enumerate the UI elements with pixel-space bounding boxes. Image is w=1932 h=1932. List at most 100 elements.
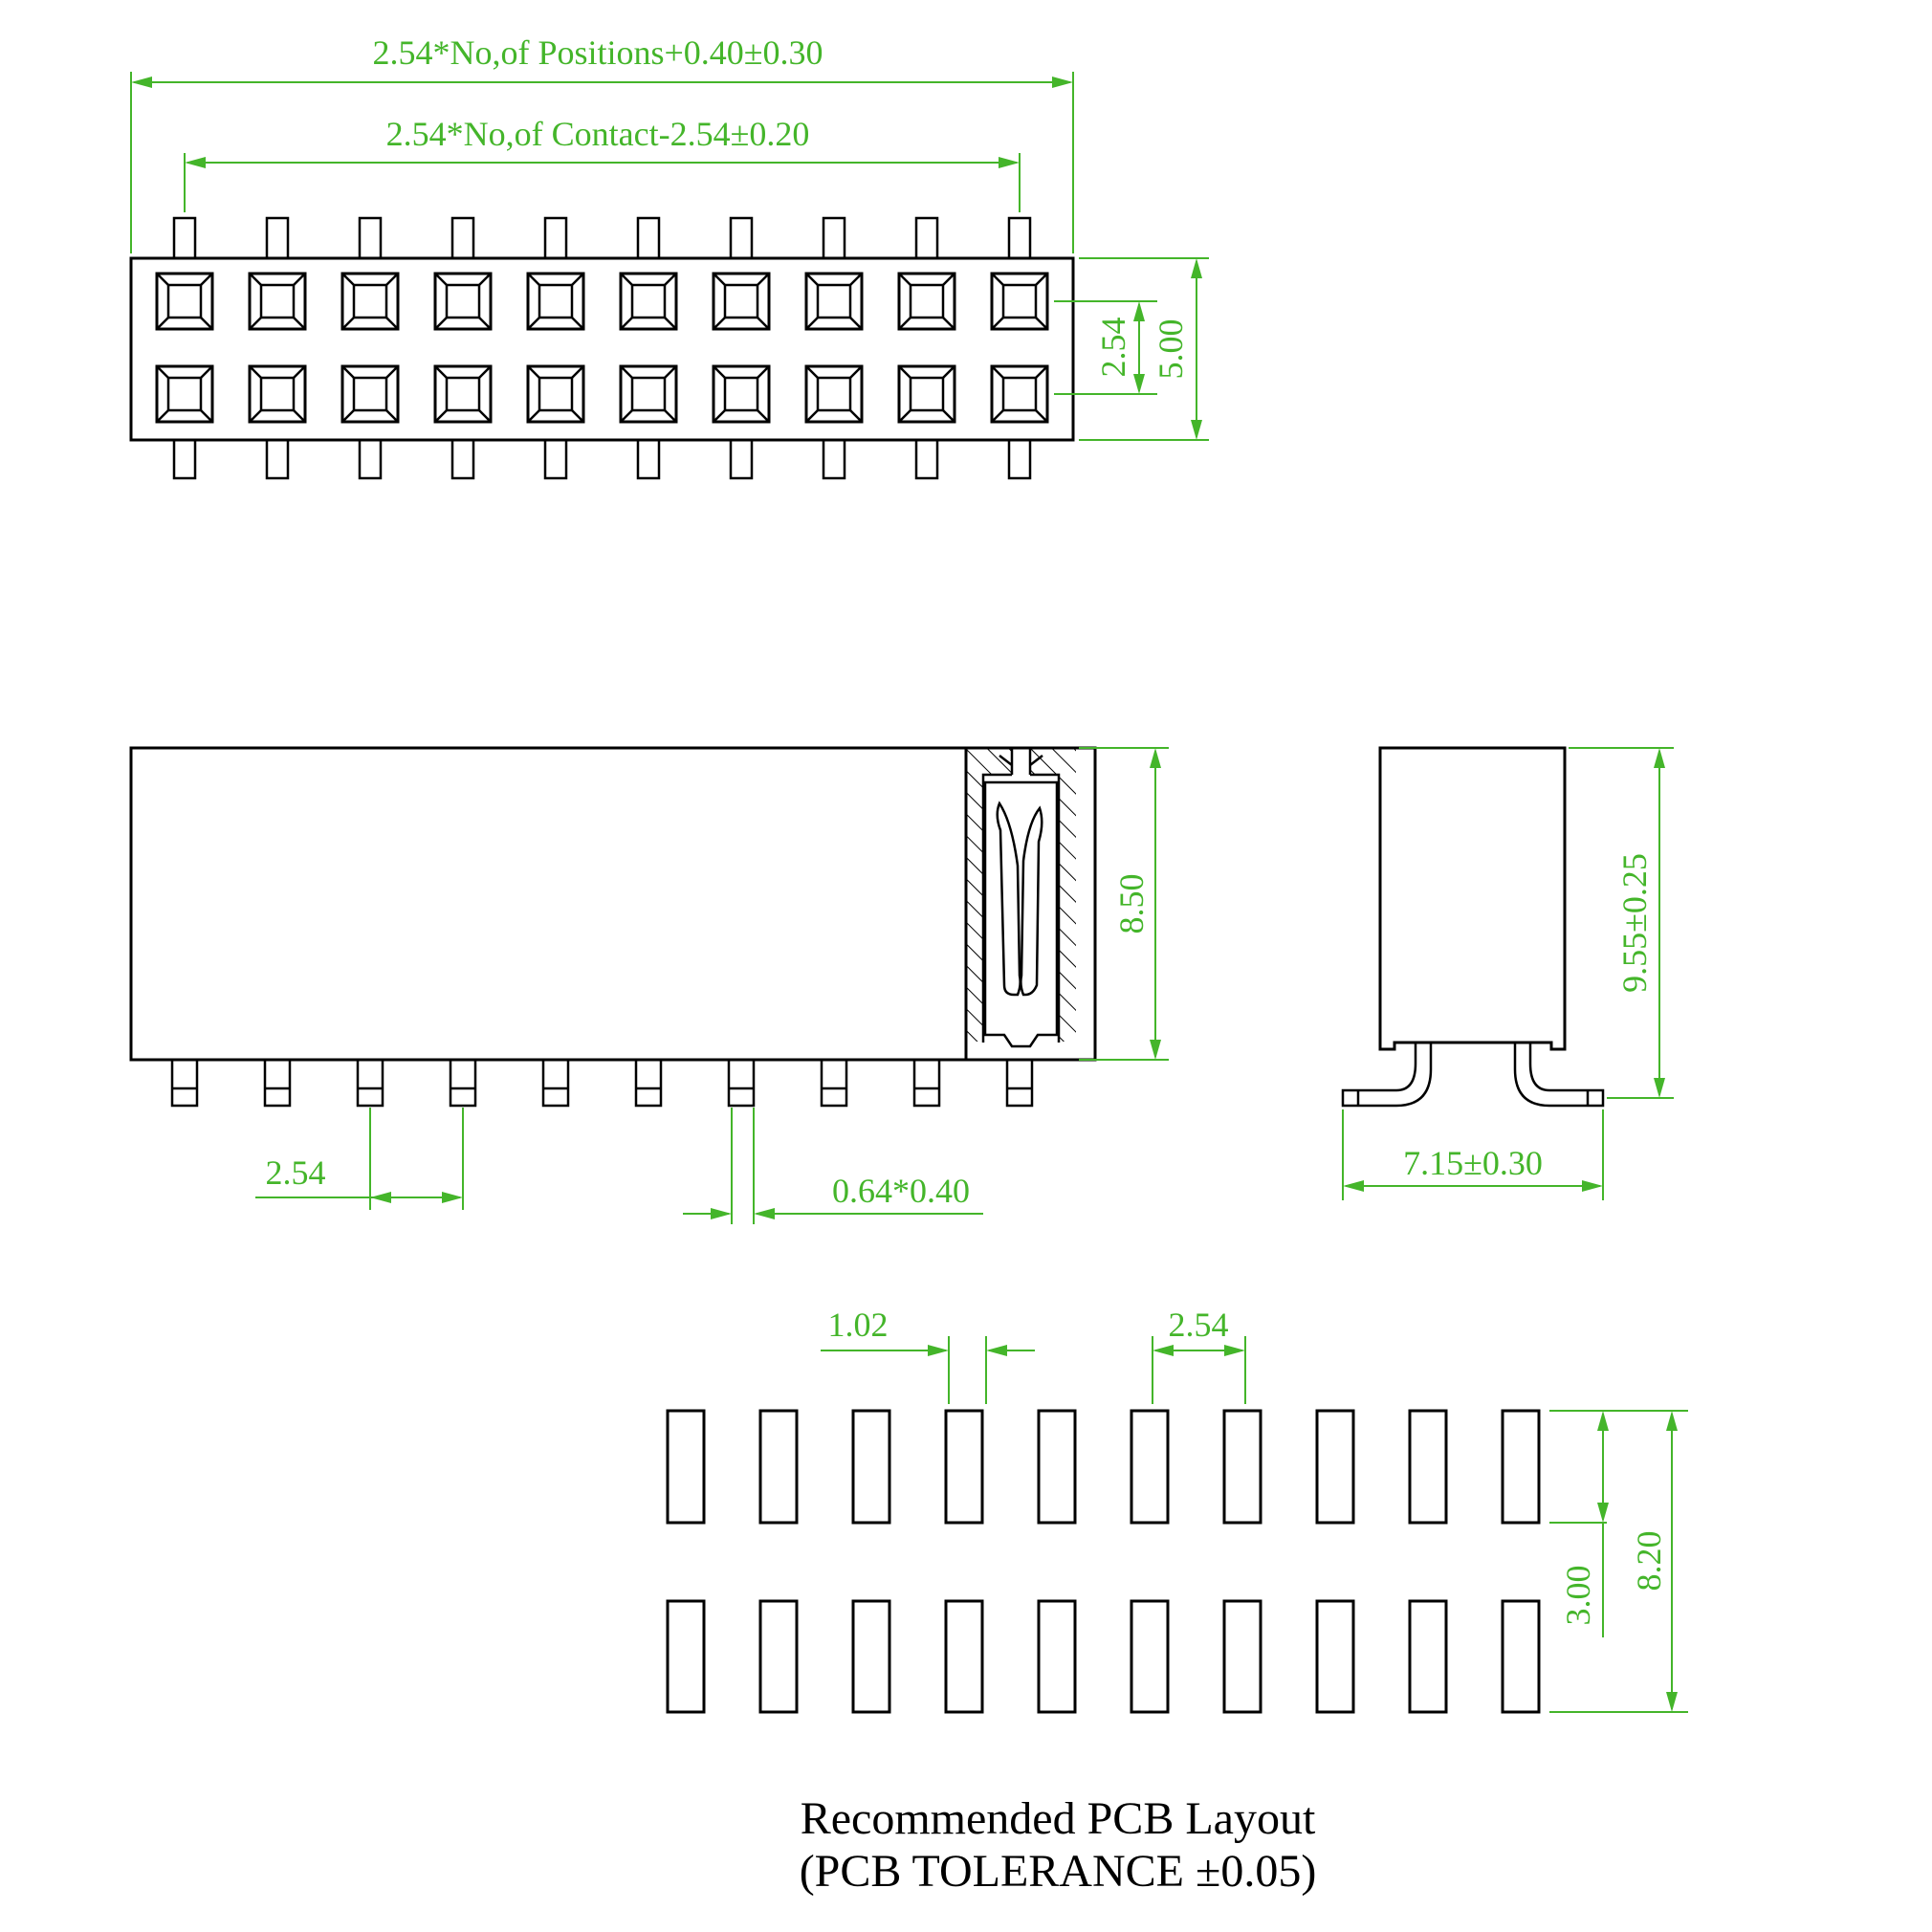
front-view: 8.50 2.54 0.64*0.40 [129, 746, 1169, 1224]
dim-front-height-label: 8.50 [1112, 874, 1151, 934]
pcb-pad-lower [758, 1599, 799, 1714]
dim-pad-pitch-label: 2.54 [1169, 1306, 1229, 1344]
dim-overall-length: 2.54*No,of Positions+0.40±0.30 [130, 33, 1074, 253]
pcb-pad-upper [1037, 1409, 1077, 1525]
top-pin-upper [265, 216, 290, 260]
pcb-pad-lower [1315, 1599, 1355, 1714]
contact-cavity [990, 272, 1049, 331]
contact-cavity [712, 364, 771, 424]
side-view: 9.55±0.25 7.15±0.30 [1341, 746, 1674, 1200]
contact-cavity [433, 364, 493, 424]
pcb-pad-lower [1130, 1599, 1170, 1714]
contact-cavity [804, 272, 864, 331]
top-pin-lower [358, 438, 383, 480]
dim-side-footprint-label: 7.15±0.30 [1403, 1144, 1543, 1182]
front-pin [449, 1058, 477, 1108]
side-view-left-lead [1341, 1043, 1433, 1108]
pcb-pad-lower [1501, 1599, 1541, 1714]
top-pin-lower [1007, 438, 1032, 480]
top-pin-upper [172, 216, 197, 260]
dim-pad-gap: 3.00 [1549, 1410, 1609, 1637]
dim-front-pitch-label: 2.54 [266, 1153, 326, 1192]
top-view-body [129, 256, 1075, 442]
pcb-pad-upper [944, 1409, 984, 1525]
pcb-pad-upper [1408, 1409, 1448, 1525]
side-view-body [1378, 746, 1567, 1051]
top-pin-lower [265, 438, 290, 480]
pcb-caption-title: Recommended PCB Layout [801, 1793, 1316, 1844]
dim-pin-size: 0.64*0.40 [683, 1108, 983, 1224]
top-pin-lower [729, 438, 754, 480]
front-pin [356, 1058, 384, 1108]
contact-cavity [155, 364, 214, 424]
dim-body-width: 5.00 [1079, 257, 1209, 441]
pcb-pad-lower [1408, 1599, 1448, 1714]
front-view-section [964, 748, 1076, 1060]
contact-cavity [990, 364, 1049, 424]
pcb-layout: 1.02 2.54 3.00 8.20 [666, 1306, 1688, 1897]
dim-contact-span: 2.54*No,of Contact-2.54±0.20 [184, 115, 1021, 212]
top-pin-lower [543, 438, 568, 480]
top-pin-upper [636, 216, 661, 260]
pcb-pad-upper [1501, 1409, 1541, 1525]
pcb-pad-upper [851, 1409, 891, 1525]
top-pin-upper [543, 216, 568, 260]
pcb-pad-upper [1130, 1409, 1170, 1525]
dim-body-width-label: 5.00 [1152, 319, 1190, 380]
top-pin-lower [636, 438, 661, 480]
contact-cavity [712, 272, 771, 331]
dim-pad-pitch: 2.54 [1152, 1306, 1246, 1404]
top-pin-lower [172, 438, 197, 480]
contact-cavity [155, 272, 214, 331]
dim-front-pitch: 2.54 [255, 1108, 464, 1210]
top-pin-upper [729, 216, 754, 260]
front-pin [263, 1058, 292, 1108]
pcb-pad-lower [944, 1599, 984, 1714]
top-view-contact-cavities [155, 272, 1049, 424]
pcb-pad-upper [1222, 1409, 1262, 1525]
top-pin-lower [822, 438, 846, 480]
pcb-pad-lower [666, 1599, 706, 1714]
top-pin-upper [450, 216, 475, 260]
dim-pad-overall-label: 8.20 [1630, 1531, 1668, 1592]
dim-side-height: 9.55±0.25 [1569, 747, 1674, 1099]
front-view-pins [170, 1058, 1034, 1108]
top-pin-lower [450, 438, 475, 480]
front-pin [170, 1058, 199, 1108]
front-pin [912, 1058, 941, 1108]
front-pin [820, 1058, 848, 1108]
dim-pad-overall: 8.20 [1549, 1410, 1688, 1713]
side-view-right-lead [1513, 1043, 1605, 1108]
front-pin [1005, 1058, 1034, 1108]
dim-pad-width-label: 1.02 [828, 1306, 889, 1344]
contact-cavity [804, 364, 864, 424]
pcb-pad-upper [1315, 1409, 1355, 1525]
dim-pin-size-label: 0.64*0.40 [832, 1172, 970, 1210]
top-pin-upper [358, 216, 383, 260]
top-view: 2.54*No,of Positions+0.40±0.30 2.54*No,o… [129, 33, 1209, 480]
pcb-pad-upper [758, 1409, 799, 1525]
top-pin-lower [914, 438, 939, 480]
dim-overall-length-label: 2.54*No,of Positions+0.40±0.30 [372, 33, 823, 72]
front-pin [634, 1058, 663, 1108]
dim-pad-gap-label: 3.00 [1559, 1566, 1597, 1626]
dim-side-height-label: 9.55±0.25 [1615, 853, 1654, 993]
dim-side-footprint: 7.15±0.30 [1342, 1109, 1604, 1200]
contact-cavity [340, 364, 400, 424]
contact-cavity [340, 272, 400, 331]
contact-cavity [526, 364, 585, 424]
pcb-pad-lower [851, 1599, 891, 1714]
contact-cavity [526, 272, 585, 331]
dim-row-pitch: 2.54 [1054, 300, 1157, 395]
dim-front-height: 8.50 [1079, 747, 1169, 1061]
contact-cavity [433, 272, 493, 331]
pcb-caption-tolerance: (PCB TOLERANCE ±0.05) [800, 1846, 1317, 1897]
contact-cavity [619, 272, 678, 331]
pcb-pads [666, 1409, 1541, 1714]
dim-pad-width: 1.02 [821, 1306, 1035, 1404]
contact-cavity [897, 272, 956, 331]
top-view-pins [172, 216, 1032, 480]
front-pin [541, 1058, 570, 1108]
dim-contact-span-label: 2.54*No,of Contact-2.54±0.20 [386, 115, 810, 153]
